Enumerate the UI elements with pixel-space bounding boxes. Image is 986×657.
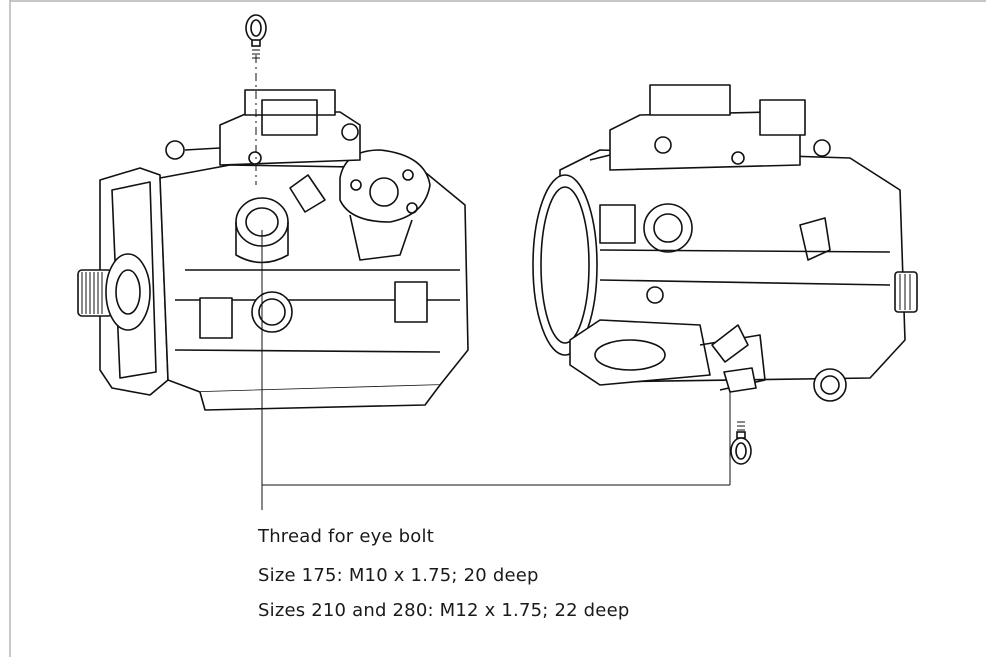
caption-sizes-210-280: Sizes 210 and 280: M12 x 1.75; 22 deep [258, 600, 630, 621]
pump-right-view [532, 84, 918, 402]
caption-size-175: Size 175: M10 x 1.75; 20 deep [258, 565, 539, 586]
pump-left-view [77, 55, 469, 411]
leader-lines [261, 230, 731, 510]
eye-bolt-right [730, 421, 752, 465]
caption-title: Thread for eye bolt [258, 526, 434, 547]
eye-bolt-left [245, 14, 267, 59]
page-frame [9, 0, 986, 657]
